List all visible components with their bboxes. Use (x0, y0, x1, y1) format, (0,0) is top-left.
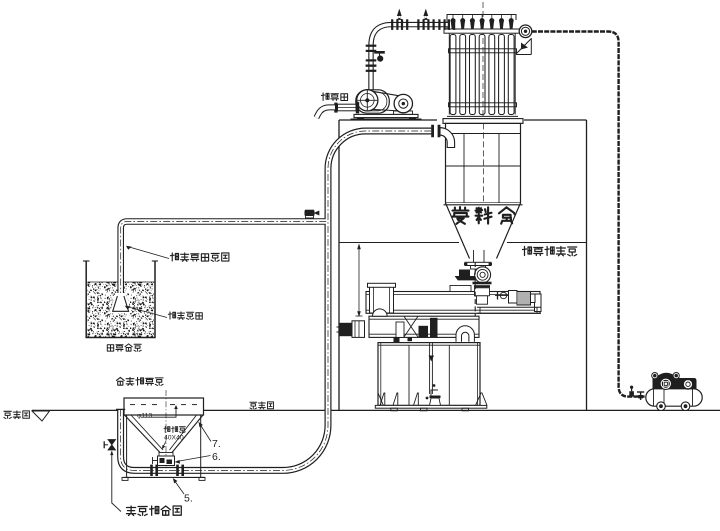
svg-text:40X40: 40X40 (164, 435, 184, 442)
svg-text:7.: 7. (212, 438, 221, 450)
svg-text:φ113: φ113 (137, 413, 152, 420)
svg-text:6.: 6. (212, 451, 221, 463)
svg-text:5.: 5. (184, 493, 193, 505)
